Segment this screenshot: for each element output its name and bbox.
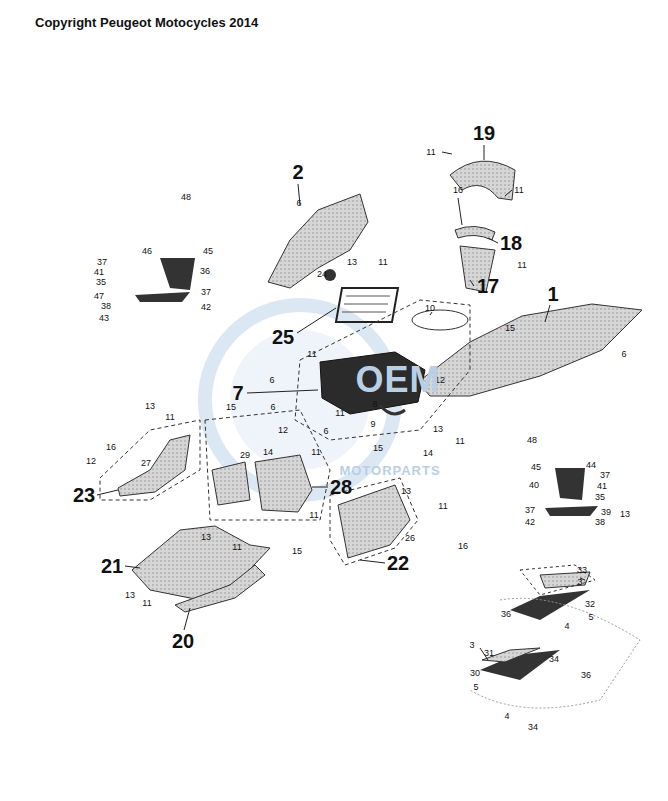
callout-number: 34	[528, 723, 538, 732]
callout-number: 15	[373, 444, 383, 453]
part-number: 22	[387, 553, 409, 573]
callout-number: 12	[278, 426, 288, 435]
callout-number: 37	[201, 288, 211, 297]
callout-number: 13	[401, 487, 411, 496]
callout-number: 4	[504, 712, 509, 721]
callout-number: 44	[586, 461, 596, 470]
callout-number: 37	[600, 471, 610, 480]
callout-number: 13	[201, 533, 211, 542]
copyright-note: Copyright Peugeot Motocycles 2014	[35, 16, 258, 29]
watermark: MOTORPARTS	[339, 464, 440, 477]
callout-number: 11	[378, 258, 387, 267]
part-number: 25	[272, 327, 294, 347]
callout-number: 37	[97, 258, 107, 267]
callout-number: 13	[145, 402, 155, 411]
callout-number: 13	[125, 591, 135, 600]
callout-number: 11	[165, 413, 174, 422]
callout-number: 11	[311, 448, 320, 457]
callout-number: 6	[269, 376, 274, 385]
callout-number: 48	[527, 436, 537, 445]
callout-number: 45	[203, 247, 213, 256]
callout-number: 15	[226, 403, 236, 412]
callout-number: 41	[597, 482, 607, 491]
part-number: 28	[330, 477, 352, 497]
part-number: 20	[172, 631, 194, 651]
callout-number: 11	[309, 511, 318, 520]
callout-number: 8	[372, 400, 377, 409]
callout-number: 16	[106, 443, 116, 452]
callout-number: 14	[423, 449, 433, 458]
part-number: 21	[101, 556, 123, 576]
callout-number: 38	[101, 302, 111, 311]
callout-number: 6	[270, 403, 275, 412]
callout-number: 42	[525, 518, 535, 527]
callout-number: 27	[141, 459, 151, 468]
callout-number: 42	[201, 303, 211, 312]
callout-number: 11	[455, 437, 464, 446]
callout-number: 11	[426, 148, 435, 157]
callout-number: 13	[433, 425, 443, 434]
callout-number: 13	[620, 510, 630, 519]
callout-number: 5	[588, 613, 593, 622]
callout-number: 3	[469, 641, 474, 650]
callout-number: 39	[601, 508, 611, 517]
callout-number: 37	[525, 506, 535, 515]
callout-number: 36	[200, 267, 210, 276]
callout-number: 10	[425, 304, 435, 313]
callout-number: 24	[317, 270, 327, 279]
callout-number: 15	[292, 547, 302, 556]
callout-number: 3	[577, 578, 582, 587]
callout-number: 38	[595, 518, 605, 527]
callout-number: 30	[470, 669, 480, 678]
callout-number: 9	[370, 420, 375, 429]
callout-number: 13	[347, 258, 357, 267]
callout-number: 36	[501, 610, 511, 619]
callout-number: 6	[323, 427, 328, 436]
callout-number: 6	[621, 350, 626, 359]
part-number: 17	[477, 276, 499, 296]
callout-number: 45	[531, 463, 541, 472]
callout-number: 16	[453, 186, 463, 195]
callout-number: 11	[514, 186, 523, 195]
callout-number: 41	[94, 268, 104, 277]
callout-number: 26	[405, 534, 415, 543]
part-number: 7	[232, 383, 243, 403]
callout-number: 32	[585, 600, 595, 609]
part-number: 23	[73, 485, 95, 505]
callout-number: 5	[473, 683, 478, 692]
callout-number: 11	[517, 261, 526, 270]
callout-number: 33	[577, 566, 587, 575]
callout-number: 36	[581, 671, 591, 680]
callout-number: 35	[96, 278, 106, 287]
callout-number: 11	[232, 543, 241, 552]
callout-number: 48	[181, 193, 191, 202]
callout-number: 12	[86, 457, 96, 466]
callout-number: 43	[99, 314, 109, 323]
callout-number: 11	[307, 350, 316, 359]
part-number: 2	[292, 162, 303, 182]
callout-number: 15	[505, 324, 515, 333]
callout-number: 11	[438, 502, 447, 511]
watermark: OEM	[355, 362, 440, 398]
callout-number: 46	[142, 247, 152, 256]
part-number: 1	[547, 284, 558, 304]
callout-number: 35	[595, 493, 605, 502]
callout-number: 31	[484, 649, 494, 658]
callout-number: 4	[564, 622, 569, 631]
callout-number: 16	[458, 542, 468, 551]
callout-number: 6	[296, 199, 301, 208]
callout-number: 47	[94, 292, 104, 301]
callout-number: 14	[263, 448, 273, 457]
callout-number: 34	[549, 655, 559, 664]
part-number: 18	[500, 233, 522, 253]
callout-number: 40	[529, 481, 539, 490]
part-number: 19	[473, 123, 495, 143]
callout-number: 29	[240, 451, 250, 460]
callout-number: 11	[142, 599, 151, 608]
callout-number: 11	[335, 409, 344, 418]
